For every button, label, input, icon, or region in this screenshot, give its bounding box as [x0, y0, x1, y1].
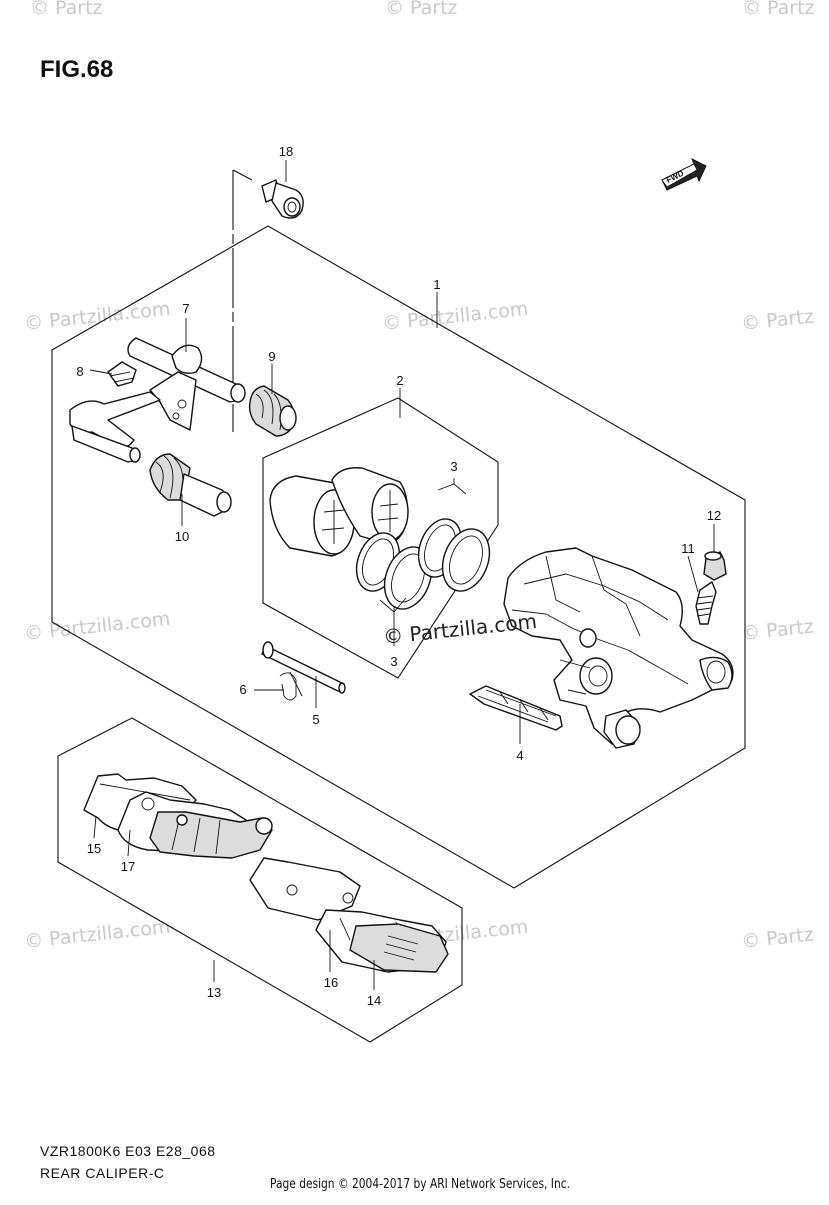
- callout-17: 17: [121, 859, 135, 874]
- callout-13: 13: [207, 985, 221, 1000]
- callouts: 1 2 3 3 4 5 6 7 8 9 10 11 12 13 14 15 16…: [76, 144, 721, 1008]
- watermark: © Partz: [740, 924, 814, 953]
- pistons-part-2: [269, 467, 409, 557]
- callout-7: 7: [182, 301, 189, 316]
- caliper-assembly-outline: [51, 225, 746, 889]
- pad-spring-part-4: [469, 685, 563, 731]
- boot-part-9: [248, 385, 297, 437]
- watermark: © Partz: [742, 0, 815, 19]
- copyright-credit: Page design © 2004-2017 by ARI Network S…: [270, 1177, 570, 1192]
- brake-pad-part-16: [249, 857, 361, 921]
- watermark: © Partz: [385, 0, 458, 19]
- leader-lines: [89, 160, 715, 990]
- caliper-body-part-1: [503, 547, 734, 749]
- callout-10: 10: [175, 529, 189, 544]
- piston-kit-outline: [262, 397, 499, 679]
- callout-9: 9: [268, 349, 275, 364]
- callout-15: 15: [87, 841, 101, 856]
- piston-seals-part-3: [355, 518, 491, 610]
- callout-6: 6: [239, 682, 246, 697]
- fwd-arrow-icon: FWD: [661, 157, 707, 191]
- callout-2: 2: [396, 373, 403, 388]
- pad-pin-part-7: [127, 337, 246, 431]
- bracket-line: [232, 169, 253, 181]
- watermark: © Partz: [740, 306, 814, 335]
- pad-set-outline: [57, 717, 463, 1043]
- callout-16: 16: [324, 975, 338, 990]
- watermark: © Partzilla.com: [23, 608, 171, 645]
- brake-pad-part-14: [315, 909, 449, 973]
- callout-5: 5: [312, 712, 319, 727]
- figure-title: FIG.68: [40, 56, 114, 83]
- bleeder-cap-part-12: [703, 551, 727, 581]
- center-watermark: © Partzilla.com: [382, 609, 538, 649]
- brake-pad-shim: [149, 811, 273, 859]
- pad-spring-part-8: [107, 361, 137, 387]
- callout-8: 8: [76, 364, 83, 379]
- watermark: © Partz: [740, 616, 814, 645]
- boot-part-10: [149, 453, 232, 517]
- model-code: VZR1800K6 E03 E28_068: [40, 1143, 216, 1159]
- callout-3: 3: [450, 459, 457, 474]
- diagram-name: REAR CALIPER-C: [40, 1165, 165, 1181]
- pad-pin-part-5: [261, 641, 346, 694]
- callout-12: 12: [707, 508, 721, 523]
- callout-11: 11: [681, 541, 695, 556]
- callout-3: 3: [390, 654, 397, 669]
- watermark: © Partzilla.com: [23, 298, 171, 335]
- callout-4: 4: [516, 748, 523, 763]
- clip-part-6: [279, 671, 303, 701]
- bleeder-cap-part-18: [261, 179, 304, 219]
- callout-1: 1: [433, 277, 440, 292]
- bleeder-valve-part-11: [695, 581, 717, 625]
- callout-14: 14: [367, 993, 381, 1008]
- callout-18: 18: [279, 144, 293, 159]
- clip-bracket: [69, 391, 161, 463]
- watermark: © Partzilla.com: [23, 916, 171, 953]
- watermark: © Partz: [30, 0, 103, 19]
